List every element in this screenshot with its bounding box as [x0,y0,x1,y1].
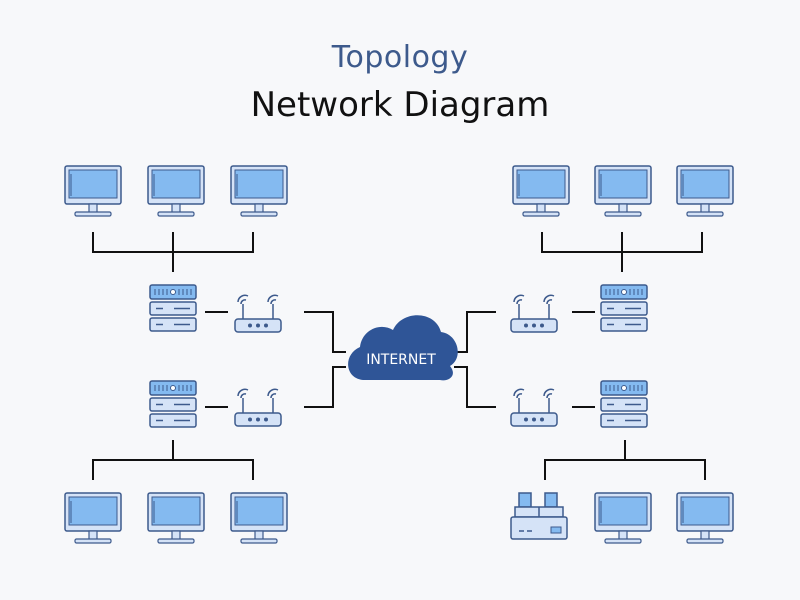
link-bottom-right-router-cloud [454,366,496,408]
server-icon[interactable] [600,380,648,428]
monitor-icon[interactable] [676,492,734,544]
cloud-label: INTERNET [366,352,436,368]
server-icon[interactable] [149,284,197,332]
monitor-icon[interactable] [230,165,288,217]
link-top-right-bus [541,232,703,272]
link-bottom-left-router-cloud [304,366,346,408]
diagram-title: Network Diagram [250,85,550,125]
monitor-icon[interactable] [147,492,205,544]
link-bottom-left-bus [92,440,254,480]
printer-icon[interactable] [510,492,568,540]
link-bottom-right-bus [544,440,706,480]
diagram-subtitle: Topology [331,40,469,75]
monitor-icon[interactable] [147,165,205,217]
link-top-left-router-cloud [304,311,346,353]
monitor-icon[interactable] [594,492,652,544]
title-block: Topology Network Diagram [0,36,800,130]
router-icon[interactable] [234,388,282,427]
router-icon[interactable] [234,294,282,333]
router-icon[interactable] [510,294,558,333]
monitor-icon[interactable] [64,492,122,544]
internet-cloud: INTERNET [348,315,458,381]
server-icon[interactable] [600,284,648,332]
monitor-icon[interactable] [594,165,652,217]
monitor-icon[interactable] [230,492,288,544]
monitor-icon[interactable] [64,165,122,217]
router-icon[interactable] [510,388,558,427]
server-icon[interactable] [149,380,197,428]
connection-lines [92,232,706,480]
link-top-left-bus [92,232,254,272]
cloud-shape [348,315,458,381]
monitor-icon[interactable] [512,165,570,217]
link-top-right-router-cloud [454,311,496,353]
monitor-icon[interactable] [676,165,734,217]
